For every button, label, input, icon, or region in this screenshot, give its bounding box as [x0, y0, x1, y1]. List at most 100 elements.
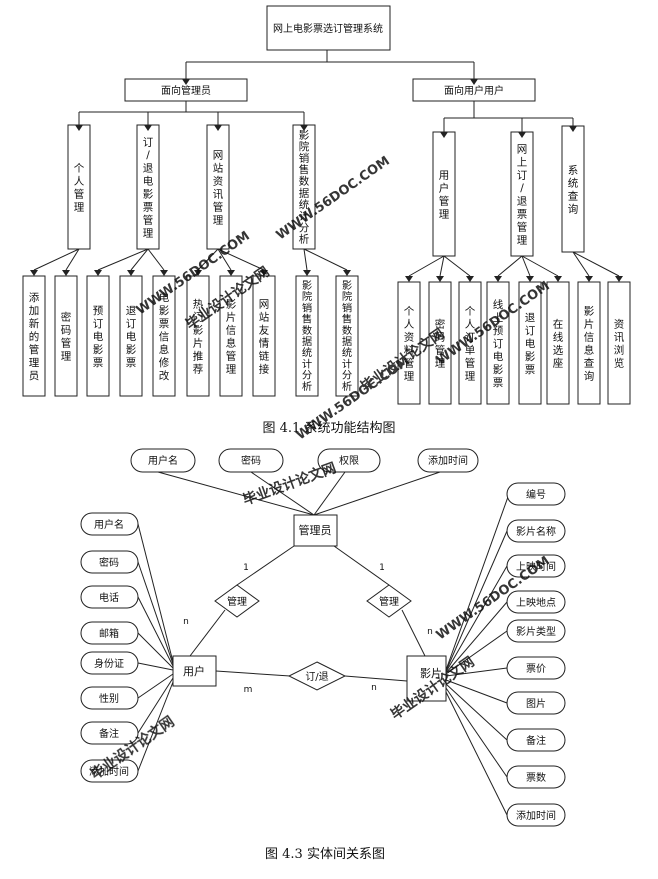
vertical-box-label: 网上订/退票管理 [517, 143, 528, 246]
leaf-box [458, 281, 482, 405]
vertical-label-char: 数 [299, 175, 310, 188]
user-box [412, 78, 536, 102]
vertical-label-char: 览 [614, 356, 625, 369]
user-attr-label: 电话 [99, 591, 119, 604]
attribute-ellipse [506, 765, 566, 789]
vertical-box-label: 电影票信息修改 [159, 291, 170, 382]
vertical-label-char: 统 [342, 346, 352, 359]
structure-connectors [30, 50, 623, 282]
vertical-label-char: 电 [126, 330, 137, 343]
vertical-box-label: 密码管理 [61, 310, 72, 362]
vertical-label-char: 统 [568, 176, 579, 189]
vertical-box-label: 影院销售数据统计分析 [299, 128, 310, 245]
vertical-label-char: 情 [259, 336, 270, 349]
vertical-label-char: 理 [74, 201, 85, 213]
attribute-ellipse [80, 585, 139, 609]
figure-4-1-caption: 图 4.1 系统功能结构图 [263, 421, 396, 436]
vertical-label-char: 电 [93, 330, 104, 343]
film-attr-label: 影片类型 [516, 625, 556, 638]
vertical-box-label: 个人资料管理 [404, 305, 415, 382]
vertical-label-char: 据 [302, 335, 312, 348]
vertical-label-char: 影 [159, 304, 170, 317]
vertical-label-char: 管 [61, 336, 72, 349]
vertical-label-char: 密 [435, 317, 446, 330]
er-labels: 管理员 用户 影片 管理 管理 订/退 用户名 密码 权限 添加时间 用户名 密… [89, 454, 556, 822]
user-attr-label: 身份证 [94, 657, 124, 670]
attribute-ellipse [80, 686, 139, 710]
vertical-box-label: 系统查询 [568, 164, 579, 215]
leaf-box [428, 281, 452, 405]
user-module-box [432, 131, 456, 257]
admin-label: 面向管理员 [161, 84, 211, 97]
vertical-label-char: 析 [299, 233, 310, 246]
vertical-label-char: 码 [435, 331, 446, 343]
vertical-label-char: 退 [525, 312, 536, 324]
vertical-label-char: 销 [342, 301, 352, 314]
cardinality-label: n [371, 683, 377, 693]
vertical-label-char: 资 [614, 318, 625, 330]
er-connectors [137, 471, 510, 816]
film-attr-label: 影片名称 [516, 525, 556, 538]
vertical-label-char: 订 [93, 318, 104, 330]
vertical-label-char: 票 [143, 201, 154, 213]
vertical-label-char: 预 [493, 325, 504, 337]
vertical-label-char: 票 [525, 364, 536, 376]
vertical-label-char: 息 [226, 336, 237, 349]
attribute-ellipse [80, 621, 139, 645]
vertical-label-char: 影 [299, 128, 310, 141]
vertical-label-char: 讯 [614, 330, 625, 343]
vertical-label-char: 的 [29, 330, 40, 343]
cardinality-label: m [244, 685, 253, 695]
vertical-label-char: 理 [29, 357, 40, 369]
leaf-box [397, 281, 421, 405]
function-structure-diagram [22, 5, 631, 405]
cardinality-label: n [183, 617, 189, 627]
vertical-label-char: 门 [193, 310, 204, 323]
vertical-label-char: 退 [126, 305, 137, 317]
vertical-box-label: 退订电影票 [525, 312, 536, 376]
vertical-label-char: 在 [553, 318, 564, 330]
vertical-label-char: 影 [302, 279, 312, 292]
user-attr-label: 性别 [99, 692, 119, 705]
vertical-label-char: 讯 [213, 187, 224, 200]
user-attr-label: 用户名 [94, 518, 124, 531]
film-attr-label: 上映地点 [516, 596, 556, 609]
vertical-label-char: 影 [342, 279, 352, 292]
vertical-label-char: 息 [159, 343, 170, 356]
vertical-box-label: 用户管理 [439, 169, 450, 220]
vertical-label-char: 信 [159, 331, 170, 343]
vertical-label-char: 理 [143, 227, 154, 239]
vertical-label-char: 个 [404, 305, 415, 317]
vertical-box-label: 添加新的管理员 [29, 291, 40, 382]
vertical-label-char: 院 [299, 140, 310, 153]
admin-module-box [136, 124, 160, 250]
vertical-label-char: 影 [126, 343, 137, 356]
vertical-label-char: 影 [226, 297, 237, 310]
vertical-label-char: 票 [159, 318, 170, 330]
vertical-label-char: 理 [439, 208, 450, 220]
vertical-label-char: 查 [584, 356, 595, 369]
leaf-box [335, 275, 359, 397]
vertical-label-char: 加 [29, 305, 40, 317]
vertical-label-char: 售 [342, 313, 352, 326]
film-attr-label: 备注 [526, 734, 546, 747]
vertical-label-char: 友 [259, 323, 270, 336]
vertical-label-char: 票 [493, 377, 504, 389]
vertical-label-char: 管 [439, 194, 450, 207]
vertical-label-char: 管 [435, 343, 446, 356]
vertical-label-char: 订 [126, 318, 137, 330]
film-attr-label: 添加时间 [516, 809, 556, 822]
vertical-label-char: 订 [517, 169, 528, 181]
vertical-label-char: 院 [302, 290, 312, 303]
vertical-label-char: 密 [61, 310, 72, 323]
vertical-label-char: 理 [61, 350, 72, 362]
vertical-label-char: 退 [143, 162, 154, 174]
vertical-box-label: 网站友情链接 [259, 298, 270, 375]
vertical-label-char: 个 [74, 162, 85, 174]
admin-box [124, 78, 248, 102]
vertical-label-char: 电 [493, 350, 504, 363]
attribute-ellipse [80, 651, 139, 675]
vertical-label-char: 片 [193, 336, 204, 349]
leaf-box [152, 275, 176, 397]
